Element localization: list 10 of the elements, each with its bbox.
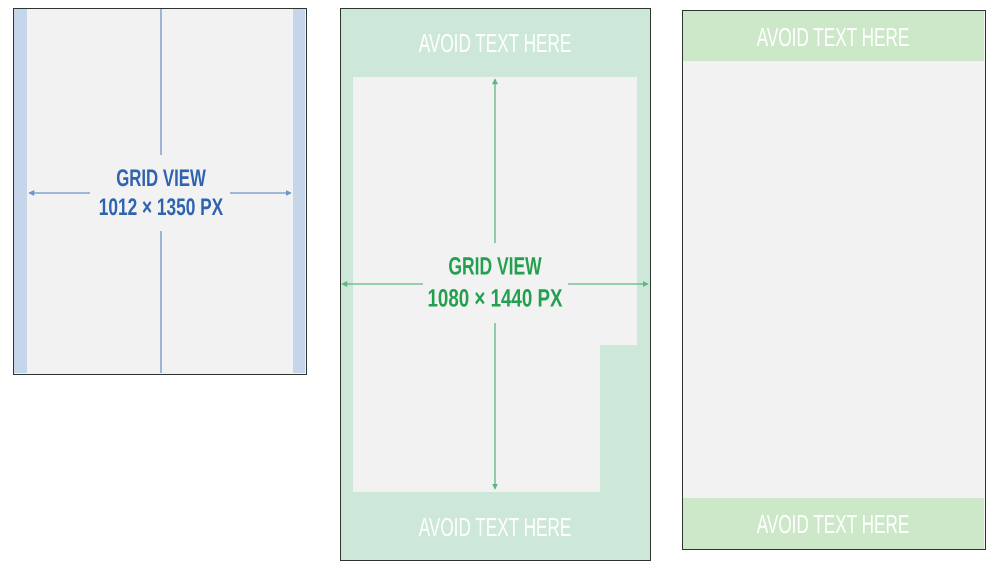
dimension-text: 1080 × 1440 PX — [428, 286, 562, 312]
layout-frame — [682, 10, 986, 550]
avoid-zone-band — [683, 498, 984, 549]
layout-frame — [13, 8, 307, 375]
view-title: GRID VIEW — [448, 254, 542, 280]
avoid-zone-band — [683, 11, 984, 61]
view-title: GRID VIEW — [116, 167, 206, 191]
layout-frame — [340, 8, 651, 561]
dimension-text: 1012 × 1350 PX — [98, 196, 224, 220]
safe-area — [353, 77, 637, 492]
